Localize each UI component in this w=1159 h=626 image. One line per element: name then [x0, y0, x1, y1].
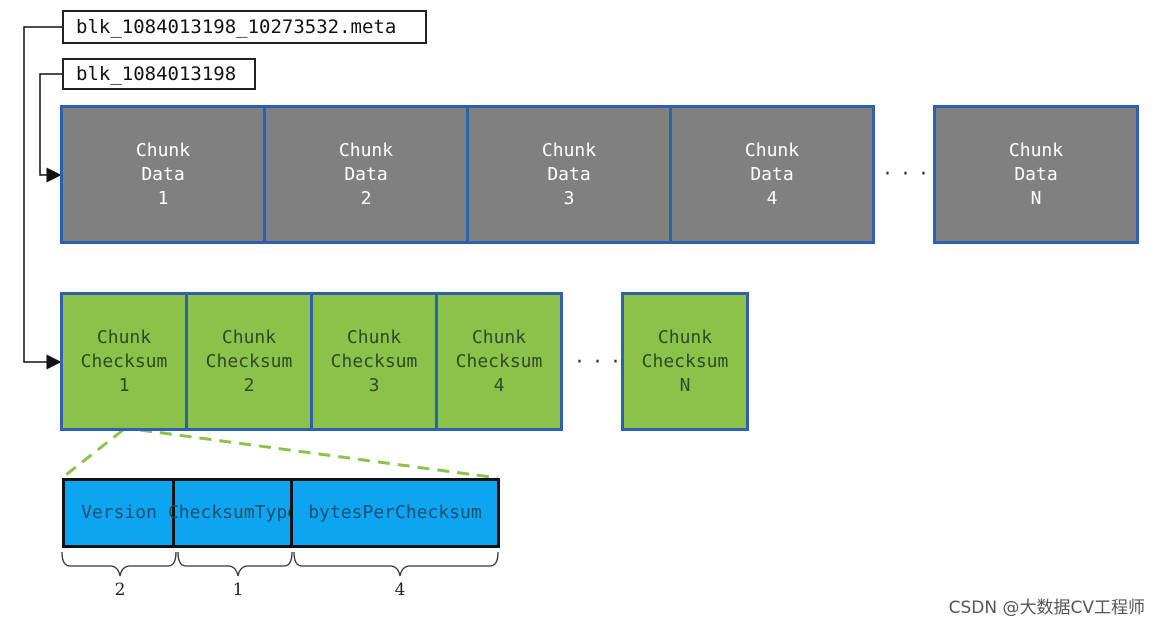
field-checksum-type: ChecksumType — [168, 478, 298, 548]
checksum-chunk-4-line2: Checksum — [455, 350, 543, 372]
meta-to-checksum-arrow — [23, 26, 62, 370]
data-chunk-3-index: 3 — [563, 187, 575, 209]
data-chunk-2-line2: Data — [344, 163, 388, 185]
meta-file-name: blk_1084013198_10273532.meta — [76, 16, 397, 38]
field-checksum-type-label2: Type — [254, 502, 299, 523]
checksum-chunk-n-line2: Checksum — [641, 350, 729, 372]
checksum-chunk-n-line1: Chunk — [657, 326, 713, 348]
size-version: 2 — [114, 580, 126, 600]
size-bytes-per-checksum: 4 — [394, 580, 406, 600]
field-version: Version — [62, 478, 176, 548]
meta-file-label: blk_1084013198_10273532.meta — [62, 10, 427, 44]
checksum-chunk-2-line1: Chunk — [221, 326, 277, 348]
checksum-chunk-n-index: N — [679, 374, 691, 396]
zoom-line-right — [139, 428, 499, 480]
checksum-chunk-3-line1: Chunk — [346, 326, 402, 348]
size-checksum-type: 1 — [232, 580, 244, 600]
brace-version — [61, 551, 177, 577]
data-chunk-n-line1: Chunk — [1008, 139, 1064, 161]
checksum-chunk-1-index: 1 — [118, 374, 130, 396]
zoom-line-left — [61, 428, 124, 480]
data-chunk-3-line1: Chunk — [541, 139, 597, 161]
checksum-chunk-3-line2: Checksum — [330, 350, 418, 372]
brace-checksum-type — [177, 551, 293, 577]
field-bytes-per-checksum-label: bytesPerChecksum — [308, 502, 482, 523]
checksum-chunk-3-index: 3 — [368, 374, 380, 396]
data-chunk-1-line1: Chunk — [135, 139, 191, 161]
checksum-chunk-1-line2: Checksum — [80, 350, 168, 372]
data-chunk-n-index: N — [1030, 187, 1042, 209]
checksum-row-ellipsis: · · · — [576, 350, 621, 375]
checksum-chunk-2-index: 2 — [243, 374, 255, 396]
checksum-chunk-2-line2: Checksum — [205, 350, 293, 372]
data-chunk-4-index: 4 — [766, 187, 778, 209]
data-chunk-4-line1: Chunk — [744, 139, 800, 161]
field-version-label: Version — [81, 502, 157, 523]
data-chunk-1-index: 1 — [157, 187, 169, 209]
block-file-name: blk_1084013198 — [76, 63, 237, 85]
field-checksum-type-label1: Checksum — [167, 502, 255, 523]
block-file-label: blk_1084013198 — [62, 58, 256, 90]
block-to-data-arrow — [39, 73, 62, 183]
brace-bytes-per-checksum — [293, 551, 499, 577]
checksum-chunk-4-index: 4 — [493, 374, 505, 396]
data-chunk-2-index: 2 — [360, 187, 372, 209]
checksum-chunk-1-line1: Chunk — [96, 326, 152, 348]
checksum-chunk-4-line1: Chunk — [471, 326, 527, 348]
data-chunk-1-line2: Data — [141, 163, 185, 185]
data-chunk-4-line2: Data — [750, 163, 794, 185]
data-chunk-n-line2: Data — [1014, 163, 1058, 185]
data-row-ellipsis: · · · — [884, 162, 929, 187]
data-chunk-2-line1: Chunk — [338, 139, 394, 161]
watermark: CSDN @大数据CV工程师 — [948, 598, 1145, 618]
field-bytes-per-checksum: bytesPerChecksum — [290, 478, 500, 548]
data-chunk-3-line2: Data — [547, 163, 591, 185]
